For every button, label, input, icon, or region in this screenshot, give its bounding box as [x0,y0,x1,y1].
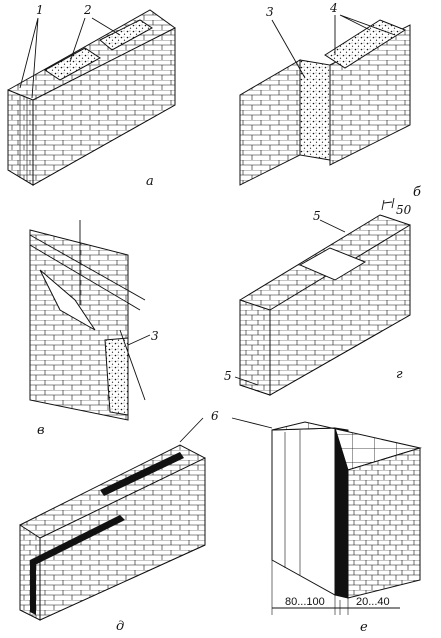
callout-3-v: 3 [151,329,159,343]
fill-layer-3 [299,59,331,161]
panel-g [234,197,411,396]
callout-6: 6 [211,409,219,423]
panel-b [239,14,411,186]
panel-d [19,417,206,621]
fill-layer-2b [99,19,153,51]
callout-2: 2 [83,3,92,17]
panel-e [231,417,422,615]
dim-insulation: 80...100 [285,596,325,608]
dark-layer-d1 [30,515,125,565]
panel-label-e: е [360,620,368,635]
dark-layer-d2 [100,452,184,496]
panel-label-v: в [37,423,45,438]
panel-label-g: г [396,367,403,382]
callout-5-top: 5 [313,209,321,223]
panel-label-d: д [116,619,124,634]
panel-label-b: б [413,185,421,200]
panel-label-a: а [146,174,154,189]
callout-5-side: 5 [224,369,232,383]
dark-layer-d3 [30,560,36,615]
panel-a [7,9,176,186]
fill-layer-3v [104,337,129,416]
fill-layer-4 [324,19,407,69]
callout-50: 50 [396,203,412,217]
fill-layer-2a [44,47,101,81]
panel-v [29,220,151,421]
callout-4: 4 [329,1,338,15]
callout-1: 1 [36,3,44,17]
dim-gap: 20...40 [356,596,390,608]
callout-3-b: 3 [266,5,274,19]
